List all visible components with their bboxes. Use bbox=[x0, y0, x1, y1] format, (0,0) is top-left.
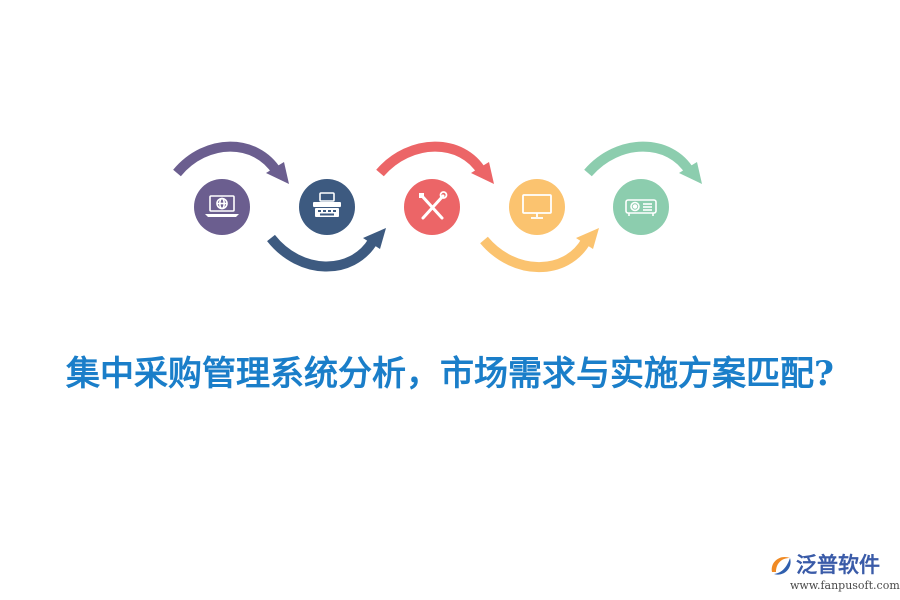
fanpu-logo-icon bbox=[771, 556, 791, 575]
tools-icon bbox=[419, 191, 448, 220]
typewriter-icon bbox=[313, 192, 341, 217]
flow-arrow-4-head bbox=[576, 228, 599, 249]
page-title: 集中采购管理系统分析，市场需求与实施方案匹配? bbox=[66, 354, 834, 394]
flow-arrow-4 bbox=[480, 236, 591, 273]
flow-step-2 bbox=[267, 179, 386, 272]
flow-arrow-2-head bbox=[363, 228, 386, 249]
laptop-globe-icon bbox=[205, 195, 239, 217]
projector-icon bbox=[625, 199, 657, 216]
flow-step-4 bbox=[480, 179, 599, 273]
flow-step-1 bbox=[173, 141, 289, 235]
step-circle-1 bbox=[194, 179, 250, 235]
flow-arrow-1 bbox=[173, 141, 282, 177]
flow-arrow-3-head bbox=[471, 162, 494, 184]
step-circle-5 bbox=[613, 179, 669, 235]
flow-arrow-5-head bbox=[679, 162, 702, 184]
brand-name: 泛普软件 bbox=[796, 553, 880, 577]
step-circle-4 bbox=[509, 179, 565, 235]
brand-url: www.fanpusoft.com bbox=[790, 579, 900, 592]
flow-arrow-5 bbox=[584, 141, 695, 177]
flow-arrow-3 bbox=[376, 141, 487, 177]
flow-step-3 bbox=[376, 141, 494, 235]
brand-logo: 泛普软件 www.fanpusoft.com bbox=[768, 550, 900, 594]
flow-arrow-1-head bbox=[266, 162, 289, 184]
flow-step-5 bbox=[584, 141, 702, 235]
flow-arrow-2 bbox=[267, 234, 378, 272]
monitor-icon bbox=[522, 194, 552, 219]
